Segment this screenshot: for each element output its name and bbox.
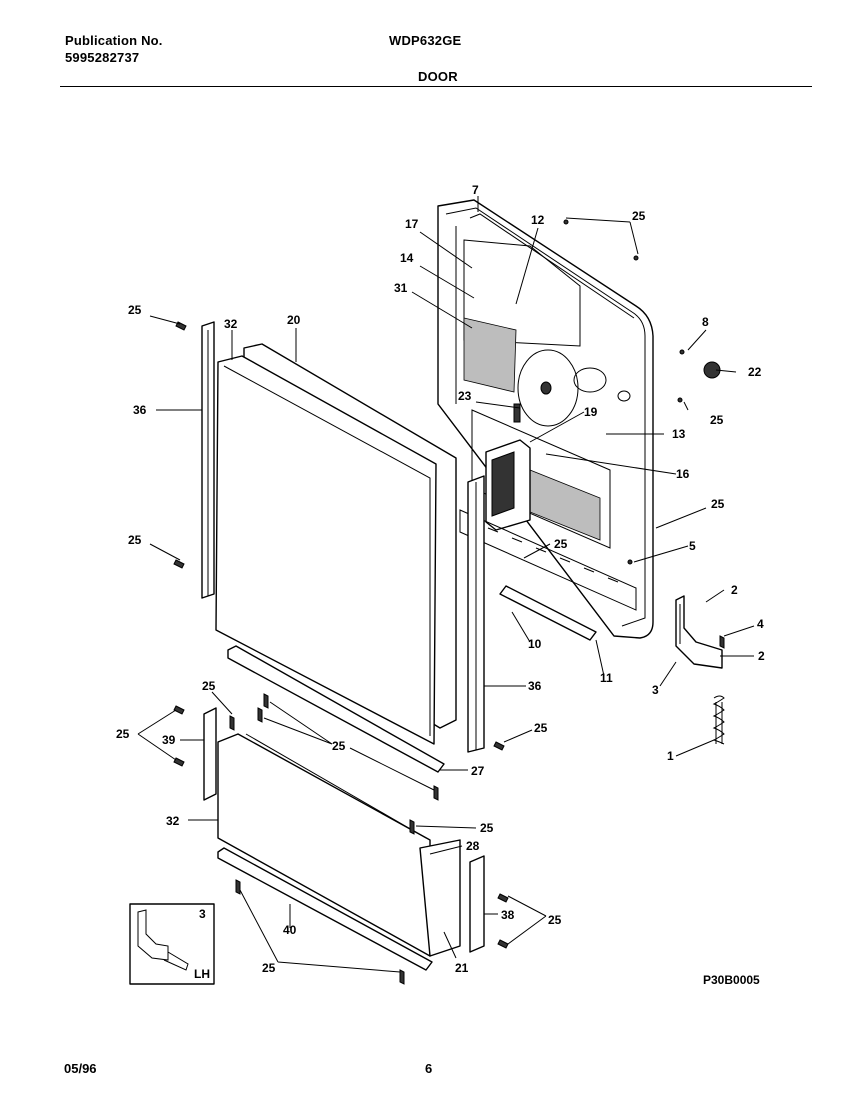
right-side-trim — [467, 475, 485, 753]
callout-25-right-group: 25 — [548, 913, 562, 927]
inset-side-label: LH — [194, 967, 210, 981]
callout-25-left-mid: 25 — [128, 533, 142, 547]
lh-inset — [129, 903, 215, 985]
left-side-trim — [201, 321, 215, 599]
hinge-assembly — [675, 595, 723, 669]
callout-3: 3 — [652, 683, 659, 697]
callout-40: 40 — [283, 923, 297, 937]
callout-25-left-group: 25 — [116, 727, 130, 741]
callout-10: 10 — [528, 637, 542, 651]
callout-25-top: 25 — [632, 209, 646, 223]
callout-8: 8 — [702, 315, 709, 329]
trim-strip-27 — [227, 645, 445, 773]
callout-36-left: 36 — [133, 403, 147, 417]
callout-38: 38 — [501, 908, 515, 922]
callout-7: 7 — [472, 183, 479, 197]
callout-16: 16 — [676, 467, 690, 481]
callout-31: 31 — [394, 281, 408, 295]
bracket-38 — [469, 855, 485, 953]
callout-28: 28 — [466, 839, 480, 853]
callout-25-right: 25 — [710, 413, 724, 427]
callout-25-ladder: 25 — [534, 721, 548, 735]
callout-4: 4 — [757, 617, 764, 631]
callout-32-top: 32 — [224, 317, 238, 331]
callout-2-lower: 2 — [758, 649, 765, 663]
callout-11: 11 — [600, 671, 613, 685]
callout-1: 1 — [667, 749, 674, 763]
drawing-code: P30B0005 — [703, 973, 760, 987]
callout-32-lower: 32 — [166, 814, 180, 828]
bottom-strip-40 — [217, 847, 433, 971]
callout-25-left-top: 25 — [128, 303, 142, 317]
callout-21: 21 — [455, 961, 469, 975]
header-rule — [60, 86, 812, 87]
callout-13: 13 — [672, 427, 686, 441]
callout-25-lower-right: 25 — [480, 821, 494, 835]
callout-27: 27 — [471, 764, 485, 778]
inner-door-assembly — [437, 199, 685, 639]
callout-36-right: 36 — [528, 679, 542, 693]
callout-labels: 7 17 12 25 14 31 25 32 20 8 22 36 23 19 … — [116, 183, 765, 975]
kick-panel — [217, 733, 461, 957]
callout-12: 12 — [531, 213, 545, 227]
callout-22: 22 — [748, 365, 762, 379]
callout-20: 20 — [287, 313, 301, 327]
callout-14: 14 — [400, 251, 414, 265]
callout-25-screws: 25 — [332, 739, 346, 753]
section-title: DOOR — [418, 69, 458, 84]
publication-label: Publication No. — [65, 33, 163, 48]
callout-5: 5 — [689, 539, 696, 553]
screws — [173, 321, 725, 985]
callout-17: 17 — [405, 217, 419, 231]
callout-25-bottom: 25 — [262, 961, 276, 975]
callout-25-bracket-top: 25 — [202, 679, 216, 693]
bracket-39 — [203, 707, 217, 801]
footer-date: 05/96 — [64, 1061, 97, 1076]
callout-39: 39 — [162, 733, 176, 747]
callout-23: 23 — [458, 389, 472, 403]
inset-part-number: 3 — [199, 907, 206, 921]
callout-25-center: 25 — [554, 537, 568, 551]
callout-25-mid-right: 25 — [711, 497, 725, 511]
bottom-strip — [499, 585, 597, 641]
spring — [712, 695, 725, 745]
callout-2-upper: 2 — [731, 583, 738, 597]
model-number: WDP632GE — [389, 33, 462, 48]
page-number: 6 — [425, 1061, 433, 1076]
outer-door-panel — [215, 343, 457, 745]
callout-19: 19 — [584, 405, 598, 419]
leader-lines — [137, 196, 755, 973]
publication-number: 5995282737 — [65, 50, 140, 65]
